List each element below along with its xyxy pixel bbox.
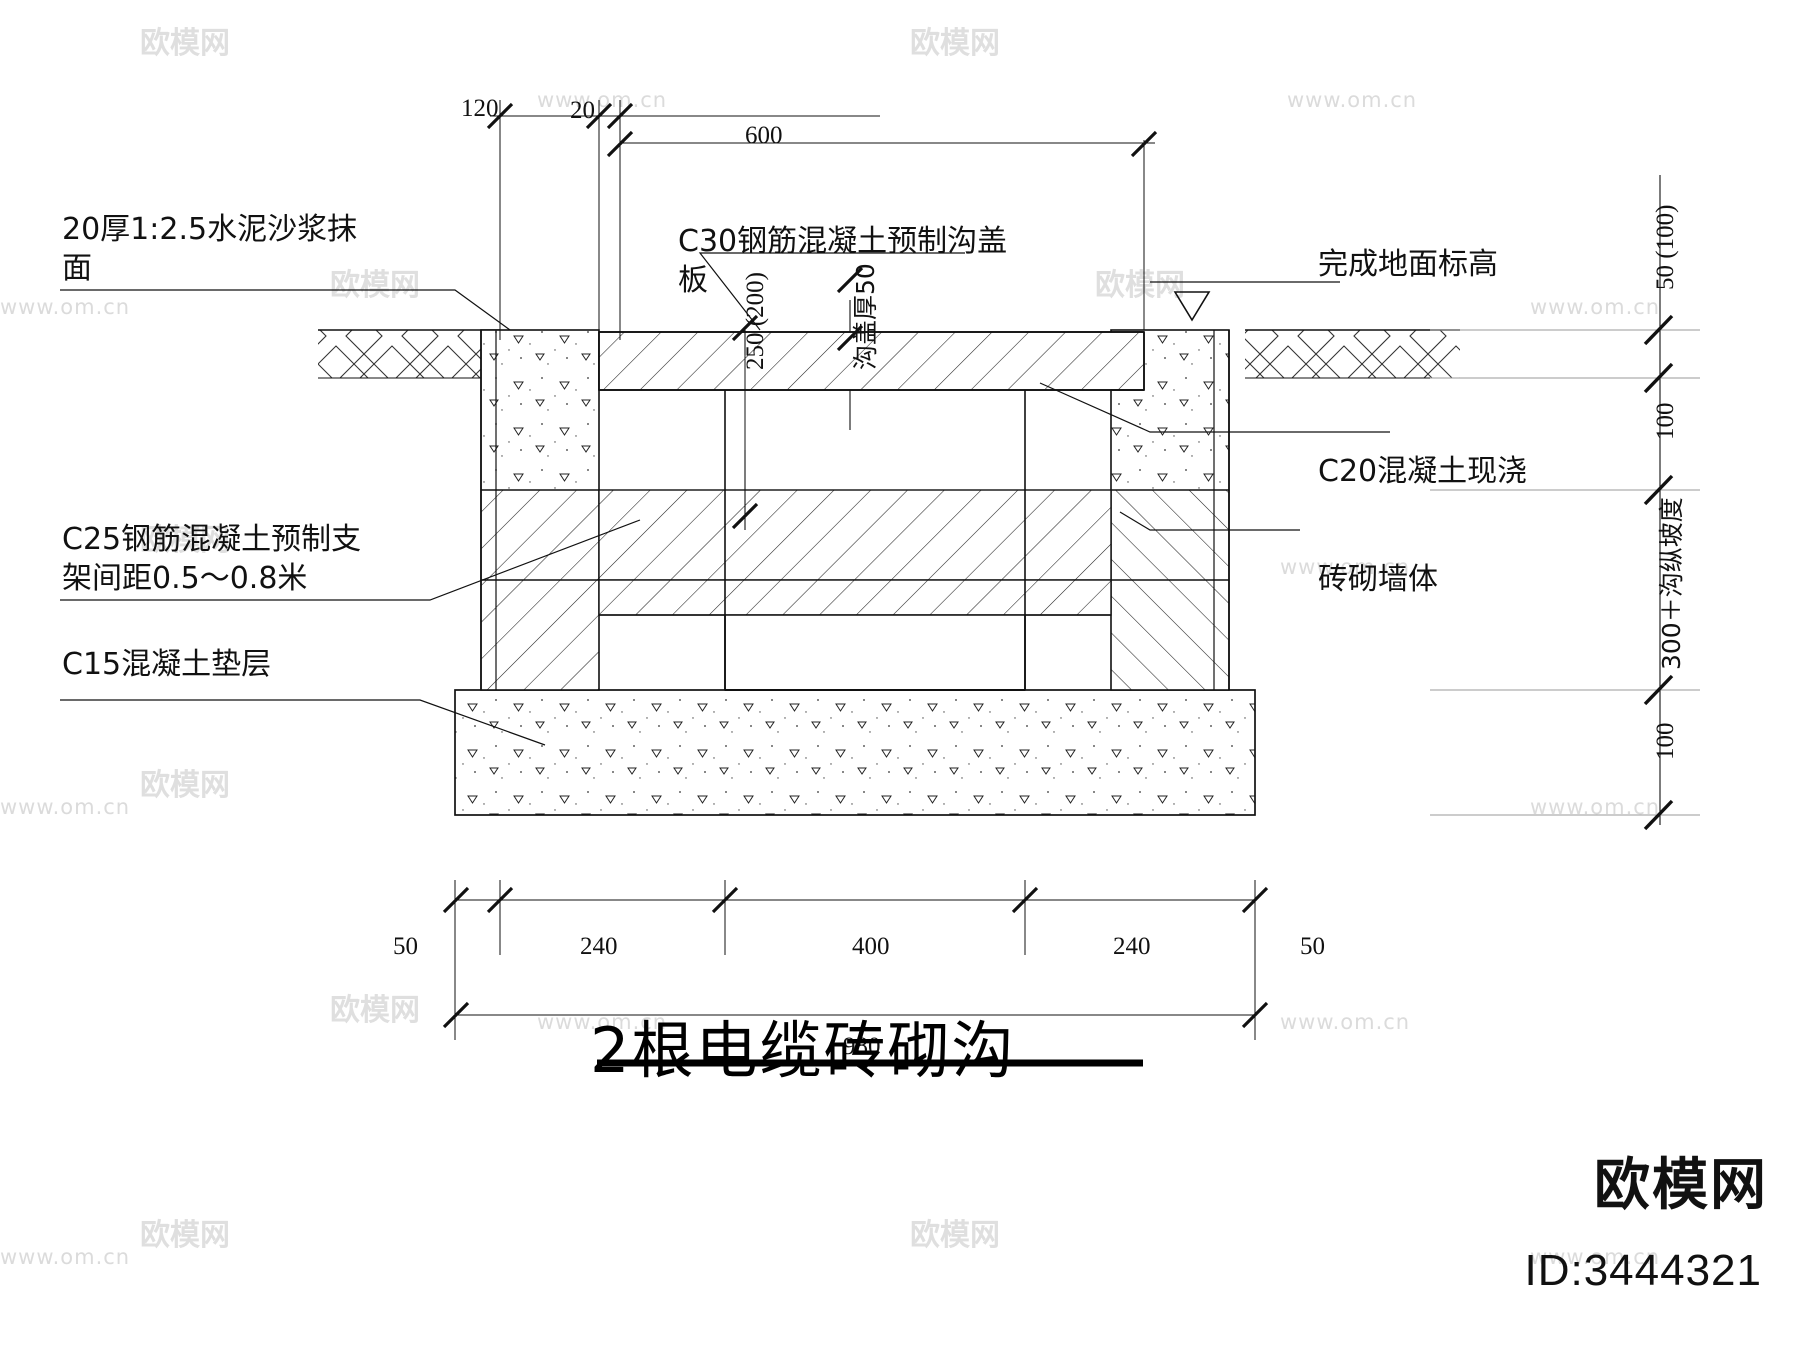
dimension-100-lower: 100 [1652,722,1679,761]
dimension-600: 600 [745,122,783,149]
drawing-title: 2根电缆砖砌沟 [590,1014,1016,1087]
dimension-bottom-240-right: 240 [1113,933,1151,960]
note-c30-cover-slab: C30钢筋混凝土预制沟盖 板 [678,224,1008,298]
dimension-300-slope: 300＋沟纵坡度 [1657,497,1686,670]
dimension-100-upper: 100 [1652,402,1679,441]
dimension-120: 120 [461,95,499,122]
note-c25-bracket: C25钢筋混凝土预制支 架间距0.5～0.8米 [62,522,362,596]
asset-id-text: ID:3444321 [1524,1246,1762,1295]
dimension-bottom-400: 400 [852,933,890,960]
brand-logo-text: 欧模网 [1594,1153,1768,1218]
note-finished-floor-level: 完成地面标高 [1318,247,1498,282]
note-c15-cushion: C15混凝土垫层 [62,647,272,682]
dimension-bottom-50-right: 50 [1300,933,1325,960]
note-cement-render: 20厚1:2.5水泥沙浆抹 面 [62,212,358,286]
dimension-20: 20 [570,97,595,124]
dimension-bottom-total: 980 [843,1033,881,1060]
dimension-bottom-240-left: 240 [580,933,618,960]
dimension-50-100: 50 (100) [1652,204,1679,290]
dimension-bottom-50-left: 50 [393,933,418,960]
note-c20-cast-in-situ: C20混凝土现浇 [1318,454,1528,489]
note-brick-wall: 砖砌墙体 [1318,562,1438,597]
